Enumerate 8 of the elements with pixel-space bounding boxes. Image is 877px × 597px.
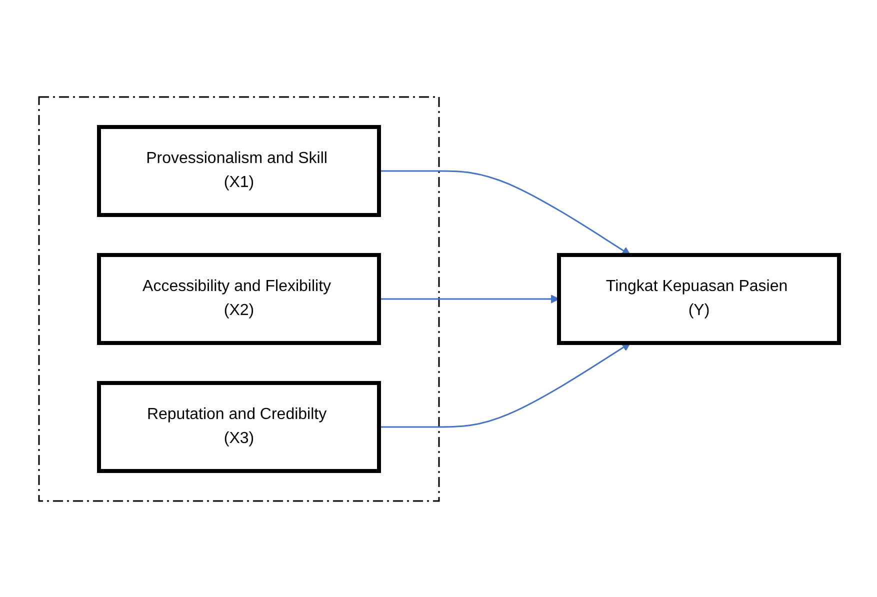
node-box: Tingkat Kepuasan Pasien (Y) bbox=[556, 252, 840, 344]
node-box: Accessibility and Flexibility (X2) bbox=[96, 252, 380, 344]
node-box: Provessionalism and Skill (X1) bbox=[96, 124, 380, 216]
arrow bbox=[378, 294, 559, 303]
arrow bbox=[378, 170, 630, 255]
node-box: Reputation and Credibilty (X3) bbox=[96, 380, 380, 472]
cluster bbox=[38, 96, 440, 502]
arrow bbox=[378, 342, 630, 428]
